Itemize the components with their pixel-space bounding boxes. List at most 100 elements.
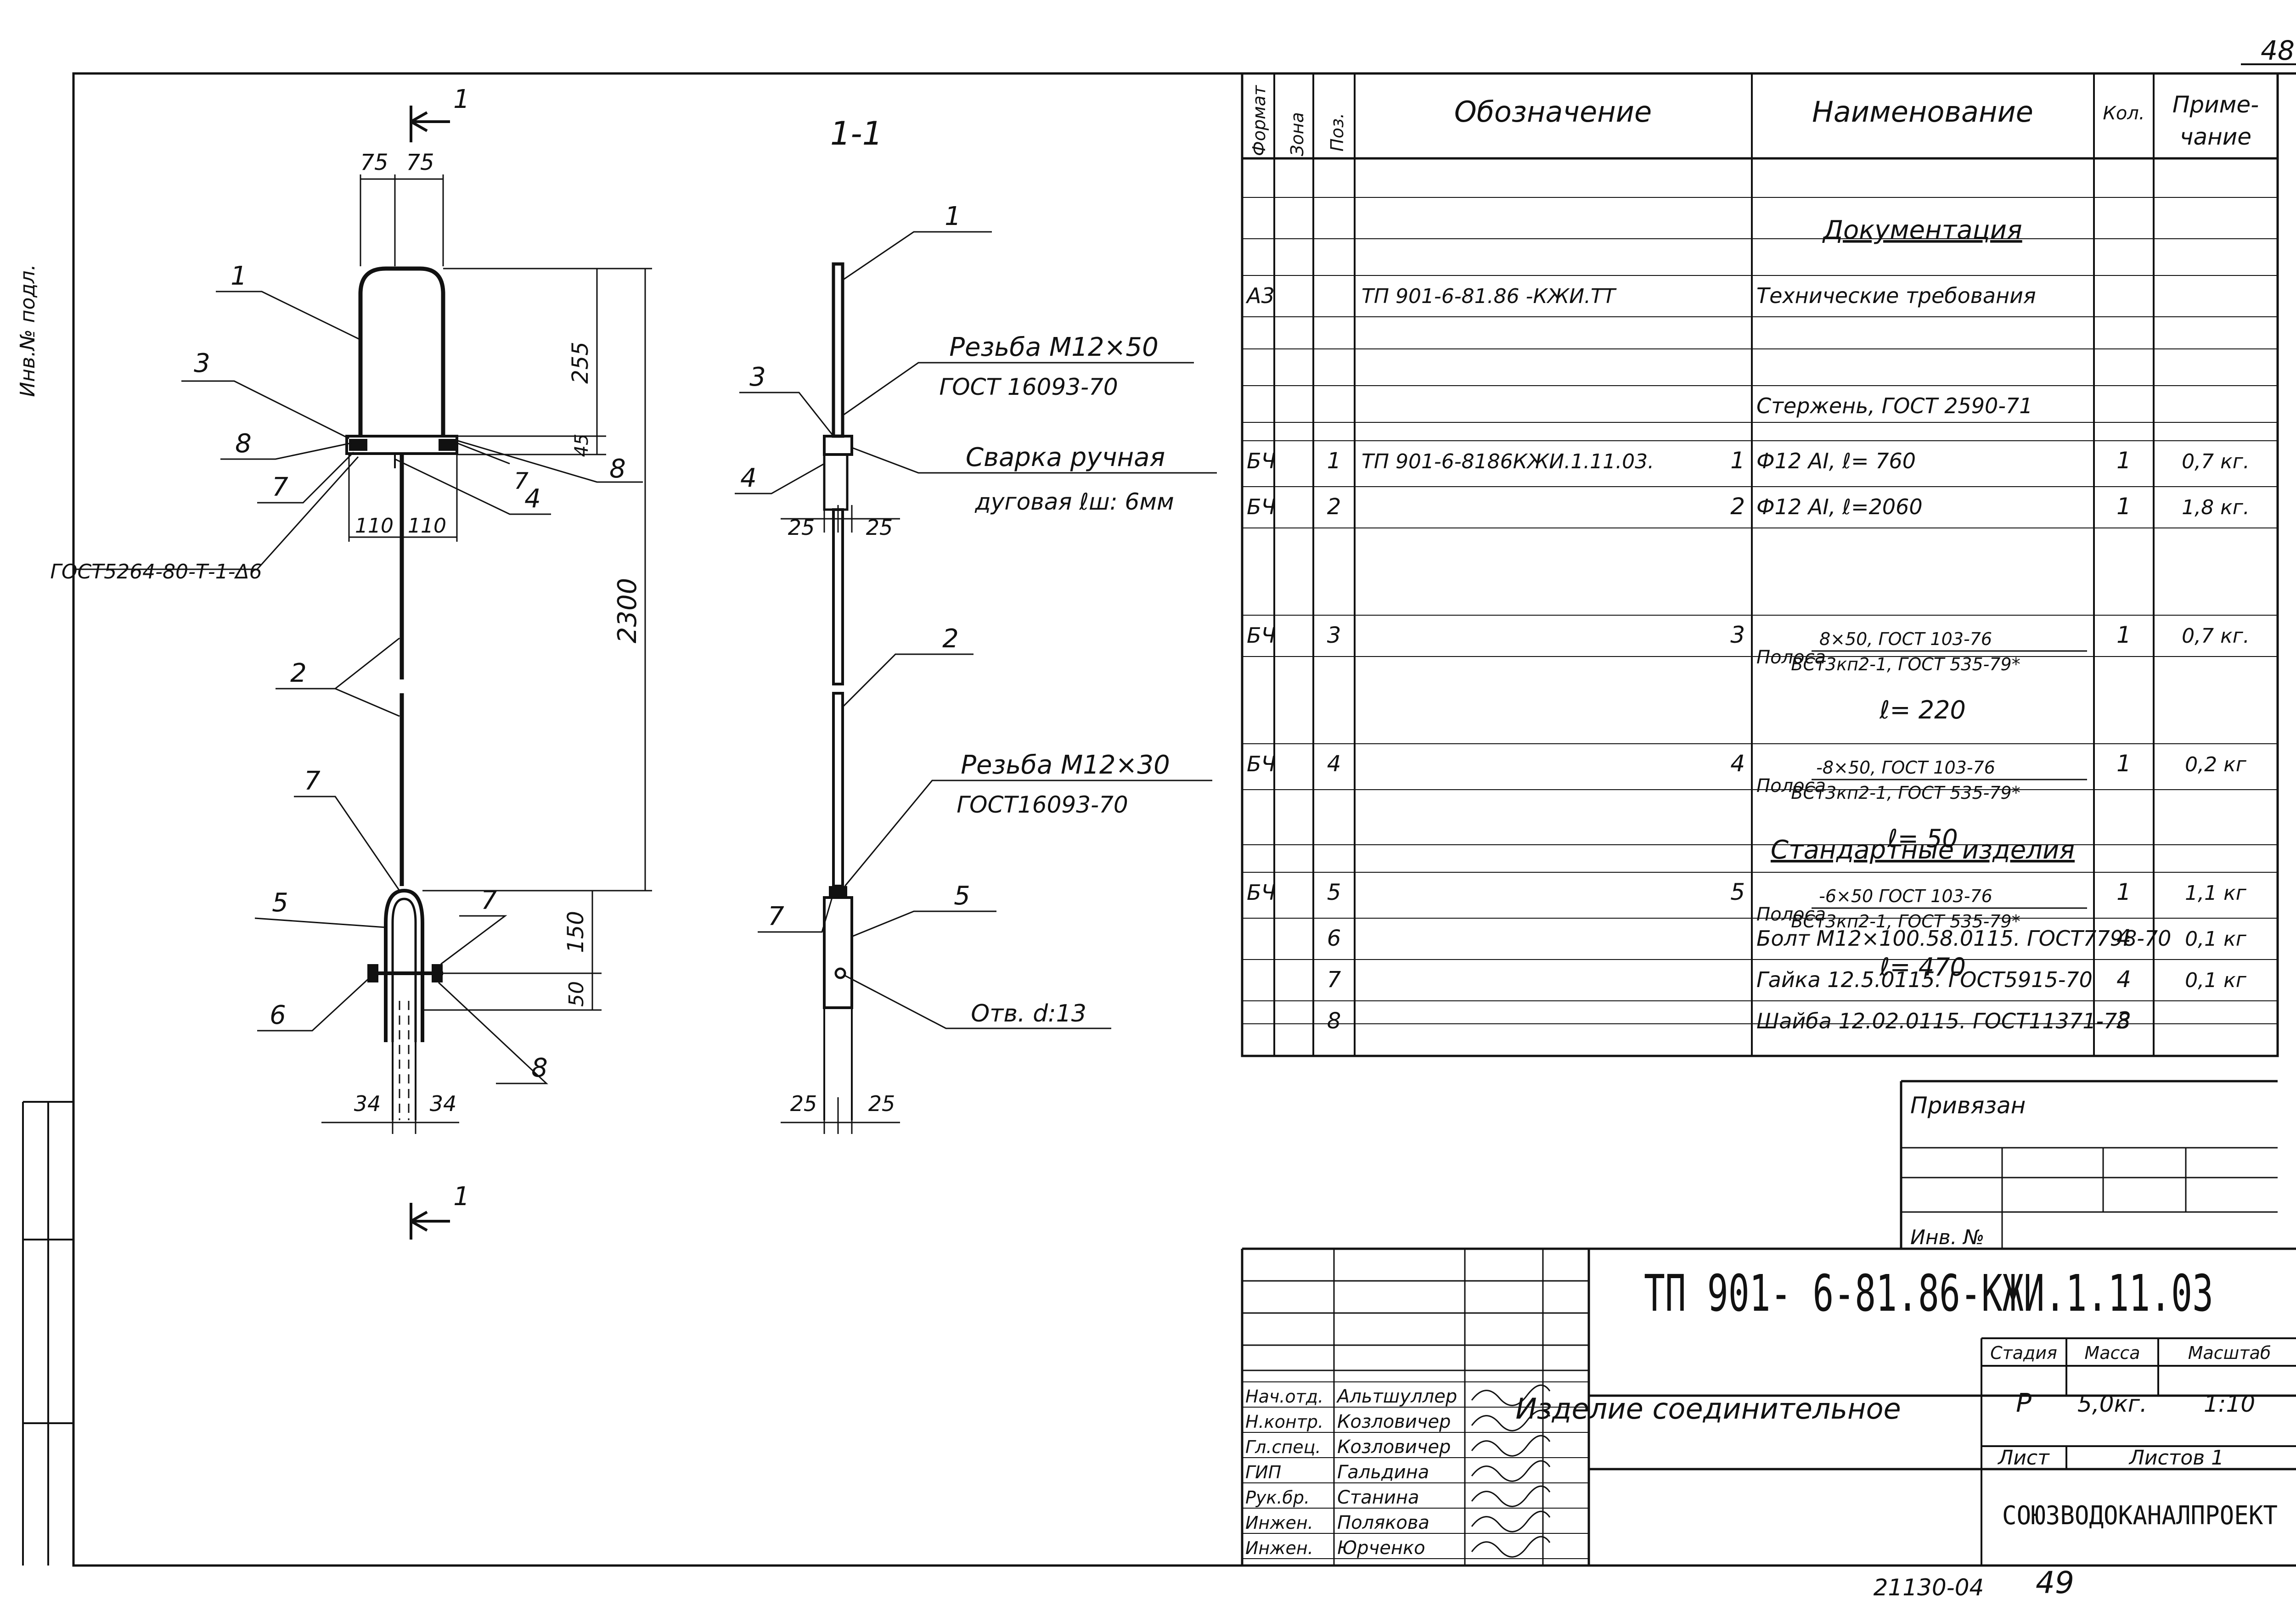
sheet-frame (72, 72, 2296, 1567)
spec-row-designation: ТП 901-6-81.86 -КЖИ.ТТ (1362, 285, 1617, 308)
section-documentation: Документация (1822, 215, 2022, 245)
spec-row-length: ℓ= 50 (1887, 824, 1958, 853)
leader-7c: 7 (304, 766, 321, 796)
spec-row-note: 1,8 кг. (2182, 496, 2250, 519)
col-name: Наименование (1812, 95, 2033, 129)
signature-scribble (1471, 1435, 1551, 1457)
section-strap-5 (823, 896, 853, 1009)
spec-row-format: БЧ (1247, 449, 1276, 473)
spec-row-pos: 2 (1327, 494, 1341, 520)
leader-8c: 8 (531, 1053, 548, 1083)
spec-row-name: Шайба 12.02.0115. ГОСТ11371-78 (1756, 1009, 2131, 1033)
footer-sheet-number: 49 (2036, 1565, 2074, 1600)
leader-7b: 7 (514, 468, 529, 494)
stage-value: Р (2016, 1388, 2032, 1418)
mass-value: 5,0кг. (2077, 1391, 2147, 1417)
spec-row-qty: 1 (2116, 622, 2131, 648)
title-block: Привязан Инв. № ТП 901- 6-81.86-КЖИ.1.11… (1241, 1080, 2296, 1601)
spec-row-name-top: -6×50 ГОСТ 103-76 (1819, 886, 1992, 906)
spec-row-note: 0,7 кг. (2182, 450, 2250, 473)
spec-row-dpos: 3 (1730, 622, 1745, 648)
spec-row-qty: 3 (2116, 1007, 2131, 1034)
dim-110-right: 110 (408, 514, 446, 538)
weld-size-note: дуговая ℓш: 6мм (974, 488, 1174, 515)
section-hole (834, 967, 846, 979)
spec-row-note: 0,1 кг (2185, 927, 2247, 951)
sleader-1: 1 (945, 202, 961, 231)
spec-row-dpos: 1 (1730, 447, 1745, 474)
inv-label: Инв. № (1910, 1226, 1984, 1249)
signature-scribble (1471, 1485, 1551, 1507)
spec-row-pos: 1 (1327, 448, 1341, 474)
cut-mark-bottom (410, 1203, 450, 1240)
mass-label: Масса (2084, 1343, 2140, 1363)
dim-45: 45 (571, 434, 592, 457)
leader-1: 1 (231, 261, 247, 291)
spec-row-dpos: 4 (1730, 750, 1745, 777)
thread-note-1: Резьба М12×50 (949, 332, 1158, 362)
main-view: 75 75 255 45 110 110 2300 150 50 34 34 1… (50, 84, 652, 1240)
dim-110-left: 110 (355, 514, 394, 538)
col-note-l2: чание (2180, 123, 2251, 150)
spec-row-pos: 8 (1327, 1008, 1341, 1034)
signer-role: Инжен. (1245, 1538, 1313, 1558)
spec-row-format: БЧ (1247, 623, 1276, 648)
spec-row-pos: 6 (1327, 926, 1341, 951)
sdim-25-a: 25 (790, 1091, 817, 1116)
sleader-2: 2 (942, 624, 959, 654)
spec-row-note: 0,7 кг. (2182, 624, 2250, 648)
spec-row-name-bottom: ВСт3кп2-1, ГОСТ 535-79* (1791, 911, 2020, 932)
thread-std-2: ГОСТ16093-70 (957, 791, 1128, 818)
document-title: Изделие соединительное (1515, 1392, 1901, 1425)
spec-row-qty: 4 (2116, 966, 2131, 993)
margin-inv-label: Инв.№ подл. (16, 264, 39, 397)
sdim-25-d: 25 (866, 515, 893, 540)
dim-75-right: 75 (406, 150, 434, 175)
privyazan-label: Привязан (1910, 1092, 2026, 1119)
spec-row-name: Технические требования (1756, 283, 2036, 308)
sleader-7: 7 (768, 902, 784, 932)
signer-role: Инжен. (1245, 1513, 1313, 1533)
col-designation: Обозначение (1454, 95, 1652, 129)
thread-note-2: Резьба М12×30 (961, 750, 1170, 780)
signer-role: Нач.отд. (1245, 1386, 1323, 1407)
hole-note: Отв. d:13 (971, 1000, 1086, 1027)
sleader-3: 3 (749, 362, 766, 392)
dim-50: 50 (565, 981, 588, 1007)
spec-row-format: БЧ (1247, 494, 1276, 519)
weld-note: Сварка ручная (966, 443, 1165, 472)
leader-7d: 7 (481, 886, 497, 915)
page-number: 48 (2261, 35, 2295, 66)
dim-255: 255 (568, 342, 593, 384)
sheet-label: Лист (1997, 1446, 2050, 1470)
spec-row-format: БЧ (1247, 880, 1276, 905)
u-bar-bottom (384, 888, 424, 1042)
spec-row-qty: 1 (2116, 750, 2131, 777)
signer-name: Полякова (1337, 1512, 1429, 1533)
spec-row-length: ℓ= 470 (1879, 953, 1966, 982)
signer-role: Рук.бр. (1245, 1487, 1310, 1508)
leader-6: 6 (270, 1000, 286, 1030)
stage-label: Стадия (1990, 1343, 2057, 1363)
spec-row-name: Ф12 АI, ℓ=2060 (1756, 494, 1923, 519)
leader-3: 3 (194, 348, 210, 378)
section-standard-items: Стандартные изделия (1771, 835, 2075, 865)
spec-table: Формат Зона Поз. Обозначение Наименовани… (1241, 73, 2279, 1057)
spec-row-pos: 7 (1327, 967, 1341, 993)
leader-7a: 7 (272, 472, 288, 502)
dim-75-left: 75 (360, 150, 388, 175)
document-code: ТП 901- 6-81.86-КЖИ.1.11.03 (1644, 1264, 2213, 1323)
sheets-label: Листов 1 (2128, 1446, 2224, 1470)
spec-row-dpos: 5 (1730, 879, 1745, 905)
leader-4: 4 (524, 484, 541, 514)
spec-row-format: БЧ (1247, 752, 1276, 776)
footer-code: 21130-04 (1874, 1574, 1984, 1601)
spec-row-name-bottom: ВСт3кп2-1, ГОСТ 535-79* (1791, 654, 2020, 674)
dim-2300: 2300 (613, 578, 642, 644)
spec-row-note: 0,1 кг (2185, 969, 2247, 992)
signer-name: Гальдина (1337, 1462, 1429, 1483)
spec-row-qty: 1 (2116, 493, 2131, 520)
signer-name: Юрченко (1337, 1538, 1425, 1559)
spec-row-name-top: 8×50, ГОСТ 103-76 (1819, 629, 1992, 649)
col-qty: Кол. (2103, 103, 2144, 124)
